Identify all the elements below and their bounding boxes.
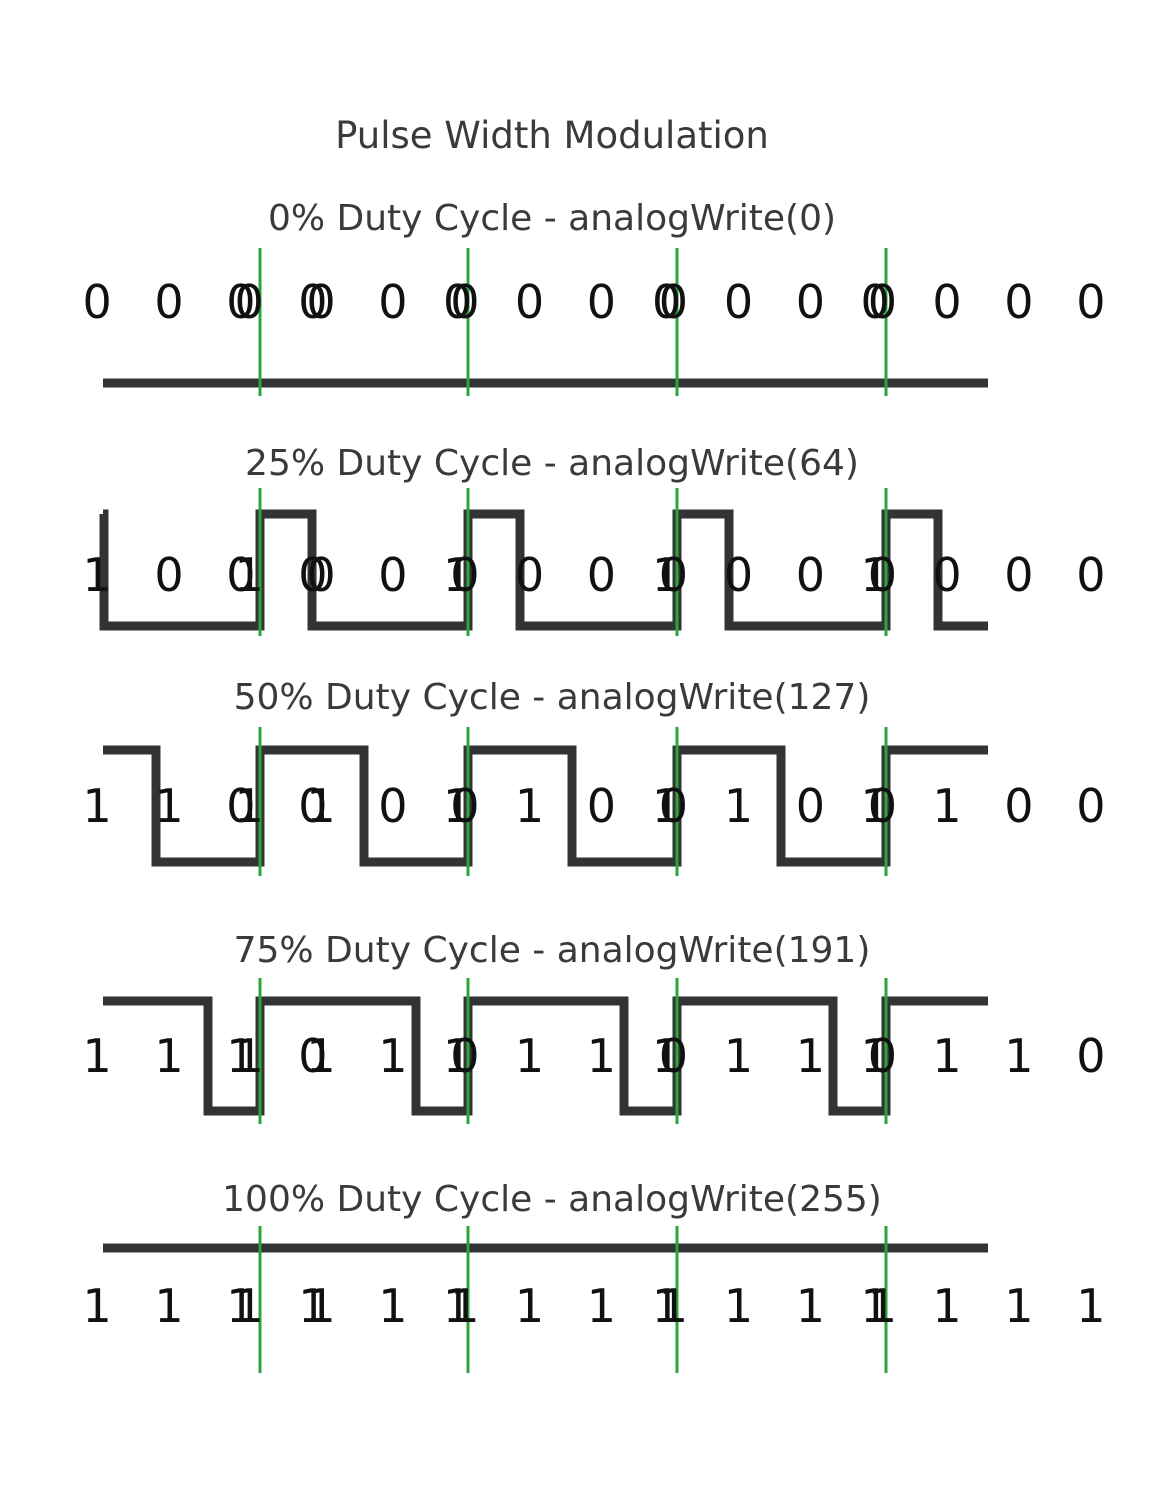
- pwm-row: 0% Duty Cycle - analogWrite(0)0 0 0 00 0…: [83, 198, 1120, 396]
- bit-label: 1 1 0 0: [83, 779, 342, 833]
- bit-label: 0 0 0 0: [83, 275, 342, 329]
- bit-label: 1 1 0 0: [235, 779, 494, 833]
- bit-label: 1 1 1 0: [235, 1029, 494, 1083]
- bit-label: 0 0 0 0: [235, 275, 494, 329]
- bit-label: 1 1 1 0: [83, 1029, 342, 1083]
- bit-label: 1 0 0 0: [652, 548, 911, 602]
- bit-label: 1 1 0 0: [652, 779, 911, 833]
- bit-label: 1 1 1 1: [861, 1279, 1120, 1333]
- bit-label: 1 1 1 0: [443, 1029, 702, 1083]
- pwm-row: 50% Duty Cycle - analogWrite(127) 1 1 0 0…: [83, 677, 1120, 876]
- bit-label: 1 1 0 0: [443, 779, 702, 833]
- row-heading: 100% Duty Cycle - analogWrite(255): [222, 1179, 882, 1220]
- pwm-row: 100% Duty Cycle - analogWrite(255) 1 1 1 …: [83, 1179, 1120, 1373]
- bit-label: 1 0 0 0: [443, 548, 702, 602]
- bit-label: 1 1 1 1: [443, 1279, 702, 1333]
- diagram-title: Pulse Width Modulation: [335, 114, 769, 157]
- pwm-rows: 0% Duty Cycle - analogWrite(0)0 0 0 00 0…: [83, 198, 1120, 1373]
- row-heading: 75% Duty Cycle - analogWrite(191): [234, 930, 871, 971]
- bit-label: 1 0 0 0: [235, 548, 494, 602]
- row-heading: 50% Duty Cycle - analogWrite(127): [234, 677, 871, 718]
- bit-label: 1 1 1 0: [652, 1029, 911, 1083]
- waveform-line: [103, 745, 988, 867]
- bit-label: 1 1 1 0: [861, 1029, 1120, 1083]
- waveform-line: [103, 996, 988, 1116]
- bit-label: 0 0 0 0: [652, 275, 911, 329]
- bit-label: 1 1 1 1: [235, 1279, 494, 1333]
- pwm-row: 25% Duty Cycle - analogWrite(64)1 0 0 01…: [83, 443, 1120, 636]
- bit-label: 1 0 0 0: [861, 548, 1120, 602]
- pwm-row: 75% Duty Cycle - analogWrite(191) 1 1 1 0…: [83, 930, 1120, 1124]
- bit-label: 1 0 0 0: [83, 548, 342, 602]
- bit-label: 1 1 1 1: [652, 1279, 911, 1333]
- bit-label: 1 1 1 1: [83, 1279, 342, 1333]
- row-heading: 25% Duty Cycle - analogWrite(64): [245, 443, 859, 484]
- row-heading: 0% Duty Cycle - analogWrite(0): [268, 198, 836, 239]
- bit-label: 0 0 0 0: [443, 275, 702, 329]
- bit-label: 0 0 0 0: [861, 275, 1120, 329]
- bit-label: 1 1 0 0: [861, 779, 1120, 833]
